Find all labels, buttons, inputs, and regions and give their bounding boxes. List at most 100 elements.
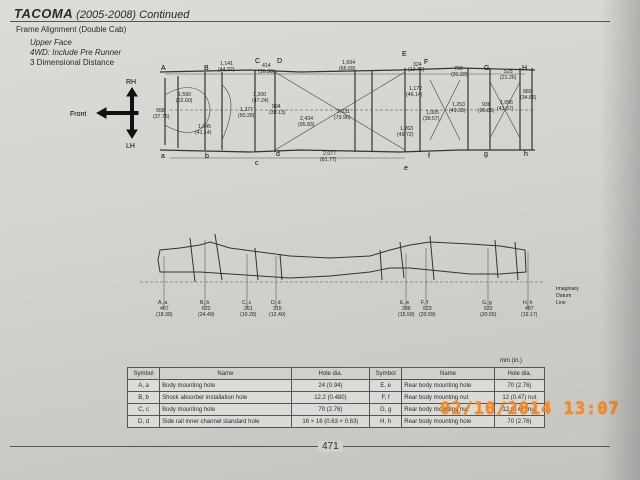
drive-note: 4WD: Include Pre Runner xyxy=(30,48,122,57)
side-D-mm: 315 xyxy=(273,306,282,312)
point-label-b: b xyxy=(205,153,209,160)
arrow-left-icon xyxy=(95,107,107,119)
dim-mid-3-mm: 1,200 xyxy=(253,92,266,98)
dim-top-2-mm: 414 xyxy=(262,63,271,69)
side-F-in: (20.59) xyxy=(419,312,436,318)
dimension-note: 3 Dimensional Distance xyxy=(30,58,115,67)
side-B-label: B, b xyxy=(200,300,209,306)
table-cell: C, c xyxy=(126,403,161,416)
model-name: TACOMA xyxy=(14,6,74,21)
side-A-label: A, a xyxy=(158,300,167,306)
arrow-up-icon xyxy=(126,87,138,97)
direction-front: Front xyxy=(70,111,86,118)
point-label-g: g xyxy=(484,151,488,158)
table-cell: Side rail inner channel standard hole xyxy=(159,415,292,428)
side-H-label: H, h xyxy=(523,300,533,306)
side-H-in: (19.17) xyxy=(521,312,538,318)
footer-rule xyxy=(10,446,610,447)
table-cell: A, a xyxy=(126,379,161,392)
dim-mid-13-mm: 1,045 xyxy=(198,124,211,130)
table-cell: G, g xyxy=(369,403,403,416)
point-label-G: G xyxy=(484,65,489,72)
dim-mid-8-in: (46.14) xyxy=(406,92,423,98)
dim-mid-6-in: (95.83) xyxy=(298,122,315,128)
point-label-h: h xyxy=(524,151,528,158)
dim-mid-7-in: (79.96) xyxy=(334,115,351,121)
side-E-mm: 396 xyxy=(402,306,411,312)
side-H-mm: 487 xyxy=(525,306,534,312)
dim-mid-14-in: (49.72) xyxy=(397,132,414,138)
table-cell: D, d xyxy=(126,415,161,428)
table-cell: 70 (2.76) xyxy=(493,415,546,428)
point-label-B: B xyxy=(204,65,209,72)
point-label-D: D xyxy=(277,58,282,65)
dim-mid-7-mm: 2,031 xyxy=(337,109,350,115)
table-cell: Rear body mounting hole xyxy=(401,379,495,392)
side-G-label: G, g xyxy=(482,300,492,306)
side-G-mm: 522 xyxy=(484,306,493,312)
side-C-in: (10.28) xyxy=(240,312,257,318)
dim-mid-4-mm: 1,277 xyxy=(240,107,253,113)
side-C-label: C, c xyxy=(242,300,252,306)
table-cell: 70 (2.76) xyxy=(493,379,546,392)
dim-top-7-in: (34.65) xyxy=(520,95,537,101)
dim-mid-11-in: (36.85) xyxy=(478,108,495,114)
dim-mid-2-mm: 1,590 xyxy=(178,92,191,98)
table-header: Name xyxy=(401,367,495,380)
dim-mid-10-mm: 1,253 xyxy=(452,102,465,108)
dim-top-1-in: (44.92) xyxy=(218,67,235,73)
dim-top-2-in: (16.30) xyxy=(258,69,275,75)
dim-mid-2-in: (62.60) xyxy=(176,98,193,104)
table-cell: Shock absorber installation hole xyxy=(159,391,292,404)
point-label-a: a xyxy=(161,153,165,160)
table-cell: E, e xyxy=(369,379,403,392)
table-row: D, d Side rail inner channel standard ho… xyxy=(126,415,546,428)
page-header: TACOMA (2005-2008) Continued xyxy=(14,6,189,21)
table-cell: 16 × 16 (0.63 × 0.63) xyxy=(290,415,371,428)
table-header: Hole dia. xyxy=(493,367,546,380)
camera-timestamp: 02/10/2014 13:07 xyxy=(440,399,620,419)
side-B-mm: 622 xyxy=(202,306,211,312)
arrow-down-icon xyxy=(126,129,138,139)
table-row: B, b Shock absorber installation hole 12… xyxy=(126,391,546,404)
dim-mid-8-mm: 1,172 xyxy=(409,86,422,92)
table-header-row: Symbol Name Hole dia. Symbol Name Hole d… xyxy=(126,367,546,380)
dim-top-5-in: (31.22) xyxy=(451,72,468,78)
upper-face-label: Upper Face xyxy=(30,38,72,47)
dim-top-6-in: (21.26) xyxy=(500,75,517,81)
side-A-in: (18.39) xyxy=(156,312,173,318)
dim-mid-12-mm: 1,056 xyxy=(500,100,513,106)
point-label-A: A xyxy=(161,65,166,72)
side-E-in: (15.59) xyxy=(398,312,415,318)
dim-mid-4-in: (50.28) xyxy=(238,113,255,119)
dim-mid-9-mm: 1,005 xyxy=(426,110,439,116)
table-header: Name xyxy=(159,367,292,380)
dim-top-3-in: (66.69) xyxy=(339,66,356,72)
dim-bottom-mm: 2,077 xyxy=(323,151,336,157)
dim-mid-5-in: (39.13) xyxy=(269,110,286,116)
dim-mid-1-in: (37.76) xyxy=(153,114,170,120)
table-header: Hole dia. xyxy=(290,367,371,380)
side-G-in: (20.55) xyxy=(480,312,497,318)
direction-rh: RH xyxy=(126,79,136,86)
side-D-label: D, d xyxy=(271,300,281,306)
dim-mid-13-in: (41.14) xyxy=(195,130,212,136)
table-row: C, c Body mounting hole 70 (2.76) G, g R… xyxy=(126,403,546,416)
dim-top-1-mm: 1,141 xyxy=(220,61,233,67)
point-label-e: e xyxy=(404,165,408,172)
continued-label: Continued xyxy=(139,9,190,21)
dim-top-3-mm: 1,694 xyxy=(342,60,355,66)
dim-mid-9-in: (39.57) xyxy=(423,116,440,122)
dim-mid-3-in: (47.24) xyxy=(252,98,269,104)
table-cell: H, h xyxy=(369,415,403,428)
section-subtitle: Frame Alignment (Double Cab) xyxy=(16,25,127,34)
dim-top-4-mm: 324 xyxy=(413,62,422,68)
page-number: 471 xyxy=(318,441,343,452)
table-header: Symbol xyxy=(369,367,403,380)
frame-side-view-diagram: A, a 467 (18.39) B, b 622 (24.49) C, c 2… xyxy=(140,233,579,318)
dim-mid-5-mm: 994 xyxy=(272,104,281,110)
datum-line-1: Imaginary xyxy=(556,286,579,292)
dim-mid-1-mm: 958 xyxy=(156,108,165,114)
dim-top-6-mm: 525 xyxy=(504,69,513,75)
